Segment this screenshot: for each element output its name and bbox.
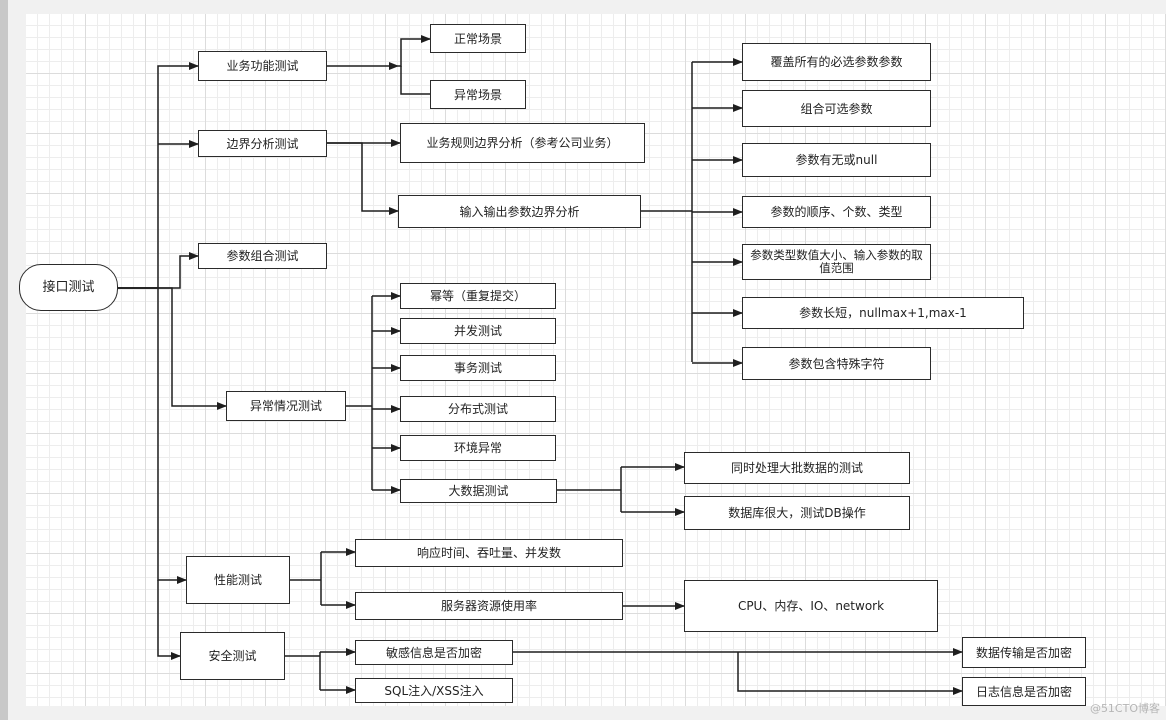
node-boundary-test[interactable]: 边界分析测试 [198, 130, 327, 157]
node-transaction[interactable]: 事务测试 [400, 355, 556, 381]
node-log-encryption[interactable]: 日志信息是否加密 [962, 677, 1086, 706]
node-security-test[interactable]: 安全测试 [180, 632, 285, 680]
node-transfer-encryption[interactable]: 数据传输是否加密 [962, 637, 1086, 668]
edge-sec-trunk [285, 652, 321, 690]
node-performance-test[interactable]: 性能测试 [186, 556, 290, 604]
edge-perf-trunk [290, 552, 322, 605]
window-left-edge [0, 0, 8, 720]
node-sensitive-encryption[interactable]: 敏感信息是否加密 [355, 640, 513, 665]
node-idempotent[interactable]: 幂等（重复提交） [400, 283, 556, 309]
node-io-null[interactable]: 参数有无或null [742, 143, 931, 177]
node-cpu-memory-io-network[interactable]: CPU、内存、IO、network [684, 580, 938, 632]
edge-root-exception [118, 287, 227, 410]
node-large-db[interactable]: 数据库很大，测试DB操作 [684, 496, 910, 530]
node-business-rule-boundary[interactable]: 业务规则边界分析（参考公司业务） [400, 123, 645, 163]
node-response-throughput[interactable]: 响应时间、吞吐量、并发数 [355, 539, 623, 567]
node-normal-scenario[interactable]: 正常场景 [430, 24, 526, 53]
node-distributed[interactable]: 分布式测试 [400, 396, 556, 422]
node-abnormal-scenario[interactable]: 异常场景 [430, 80, 526, 109]
node-server-resources[interactable]: 服务器资源使用率 [355, 592, 623, 620]
node-io-length[interactable]: 参数长短，nullmax+1,max-1 [742, 297, 1024, 329]
edge-boundary-io [327, 142, 399, 215]
node-functional-test[interactable]: 业务功能测试 [198, 51, 327, 81]
node-big-data[interactable]: 大数据测试 [400, 479, 557, 503]
node-exception-test[interactable]: 异常情况测试 [226, 391, 346, 421]
edge-root-functional [118, 62, 199, 289]
edge-root-security [157, 580, 181, 660]
edge-root-performance [118, 287, 187, 584]
node-io-required-params[interactable]: 覆盖所有的必选参数参数 [742, 43, 931, 81]
root-node[interactable]: 接口测试 [19, 264, 118, 311]
node-io-optional-combination[interactable]: 组合可选参数 [742, 90, 931, 127]
node-sql-xss-injection[interactable]: SQL注入/XSS注入 [355, 678, 513, 703]
node-batch-processing[interactable]: 同时处理大批数据的测试 [684, 452, 910, 484]
watermark: @51CTO博客 [1089, 702, 1160, 715]
edge-functional-abnormal [400, 66, 430, 95]
node-io-special-chars[interactable]: 参数包含特殊字符 [742, 347, 931, 380]
edge-exception-trunk [346, 296, 373, 490]
edge-sensitive-log [737, 652, 963, 695]
node-environment-exception[interactable]: 环境异常 [400, 435, 556, 461]
edge-io-trunk [641, 62, 693, 362]
edge-bigdata-trunk [557, 467, 622, 512]
edge-functional-normal [398, 35, 431, 67]
node-io-order-count-type[interactable]: 参数的顺序、个数、类型 [742, 196, 931, 228]
node-concurrency[interactable]: 并发测试 [400, 318, 556, 344]
node-combination-test[interactable]: 参数组合测试 [198, 243, 327, 269]
node-io-param-boundary[interactable]: 输入输出参数边界分析 [398, 195, 641, 228]
node-io-value-range[interactable]: 参数类型数值大小、输入参数的取值范围 [742, 244, 931, 280]
